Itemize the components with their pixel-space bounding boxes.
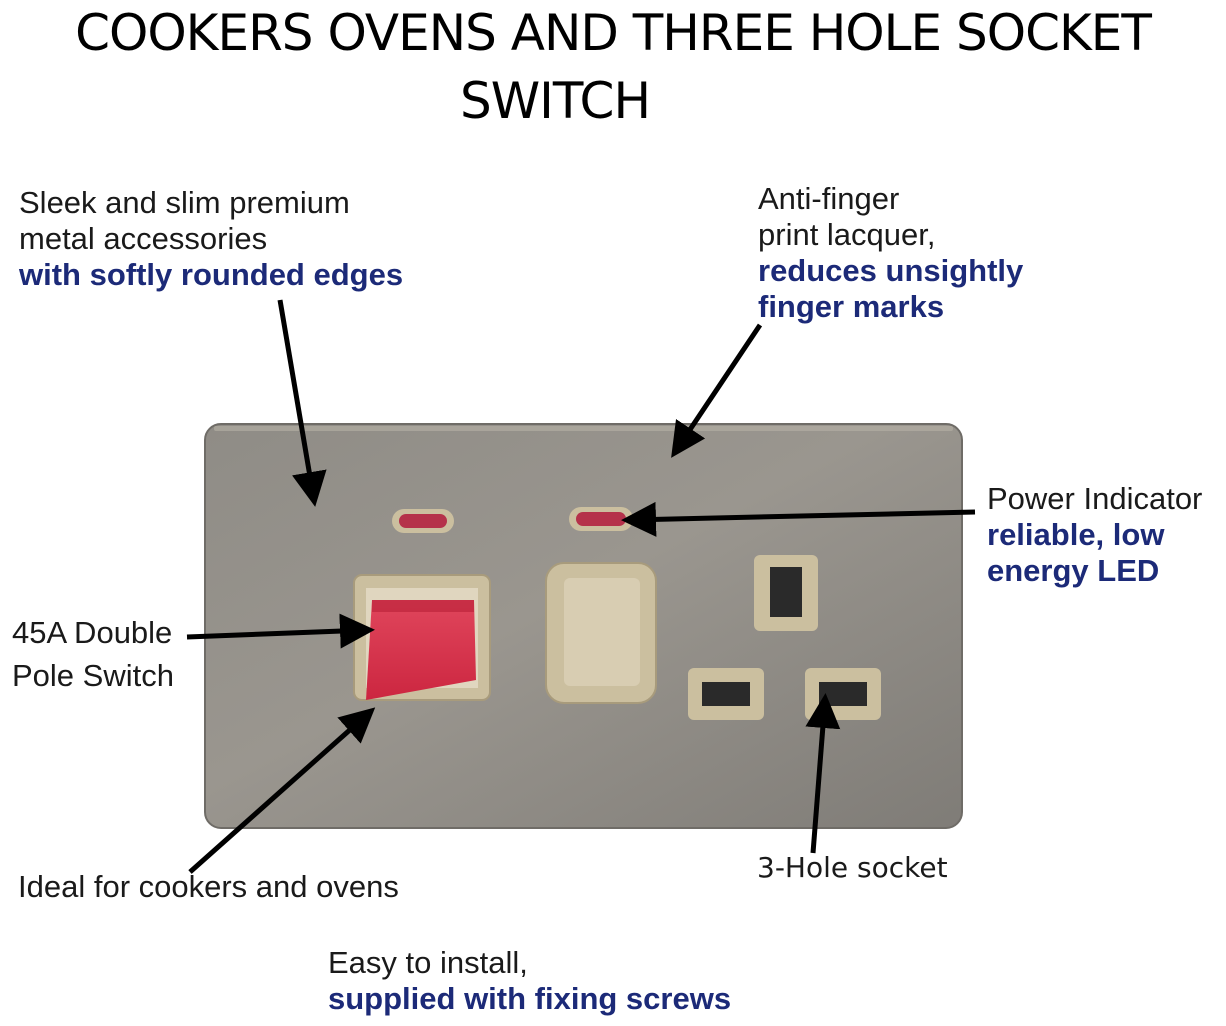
note-power: Power Indicator reliable, low energy LED	[987, 481, 1202, 589]
note-sleek-line1: Sleek and slim premium	[19, 185, 350, 220]
note-antifinger-bold2: finger marks	[758, 289, 945, 324]
power-indicator-led-left	[392, 509, 454, 533]
power-indicator-led-right	[569, 507, 633, 531]
three-hole-socket	[688, 555, 881, 720]
note-power-bold1: reliable, low	[987, 517, 1165, 552]
note-switch45-line2: Pole Switch	[12, 658, 174, 693]
note-power-bold2: energy LED	[987, 553, 1160, 588]
note-sleek: Sleek and slim premium metal accessories…	[19, 185, 403, 293]
note-ideal: Ideal for cookers and ovens	[18, 869, 399, 905]
note-install-bold: supplied with fixing screws	[328, 981, 732, 1016]
note-socket: 3-Hole socket	[757, 850, 948, 886]
note-sleek-line2: metal accessories	[19, 221, 268, 256]
note-switch45: 45A Double Pole Switch	[12, 611, 174, 697]
note-socket-line1: 3-Hole socket	[757, 851, 948, 884]
page-title: COOKERS OVENS AND THREE HOLE SOCKET	[75, 4, 1152, 62]
double-pole-switch[interactable]	[353, 574, 491, 701]
note-antifinger: Anti-finger print lacquer, reduces unsig…	[758, 181, 1023, 325]
note-antifinger-line2: print lacquer,	[758, 217, 936, 252]
note-antifinger-bold1: reduces unsightly	[758, 253, 1024, 288]
note-power-line1: Power Indicator	[987, 481, 1203, 516]
page-title-line2: SWITCH	[460, 72, 651, 130]
annotation-arrows	[186, 299, 976, 874]
note-antifinger-line1: Anti-finger	[758, 181, 900, 216]
note-ideal-line1: Ideal for cookers and ovens	[18, 869, 399, 904]
socket-switch[interactable]	[545, 562, 657, 704]
note-switch45-line1: 45A Double	[12, 615, 173, 650]
note-install: Easy to install, supplied with fixing sc…	[328, 945, 731, 1017]
note-sleek-bold: with softly rounded edges	[19, 257, 404, 292]
note-install-line1: Easy to install,	[328, 945, 528, 980]
